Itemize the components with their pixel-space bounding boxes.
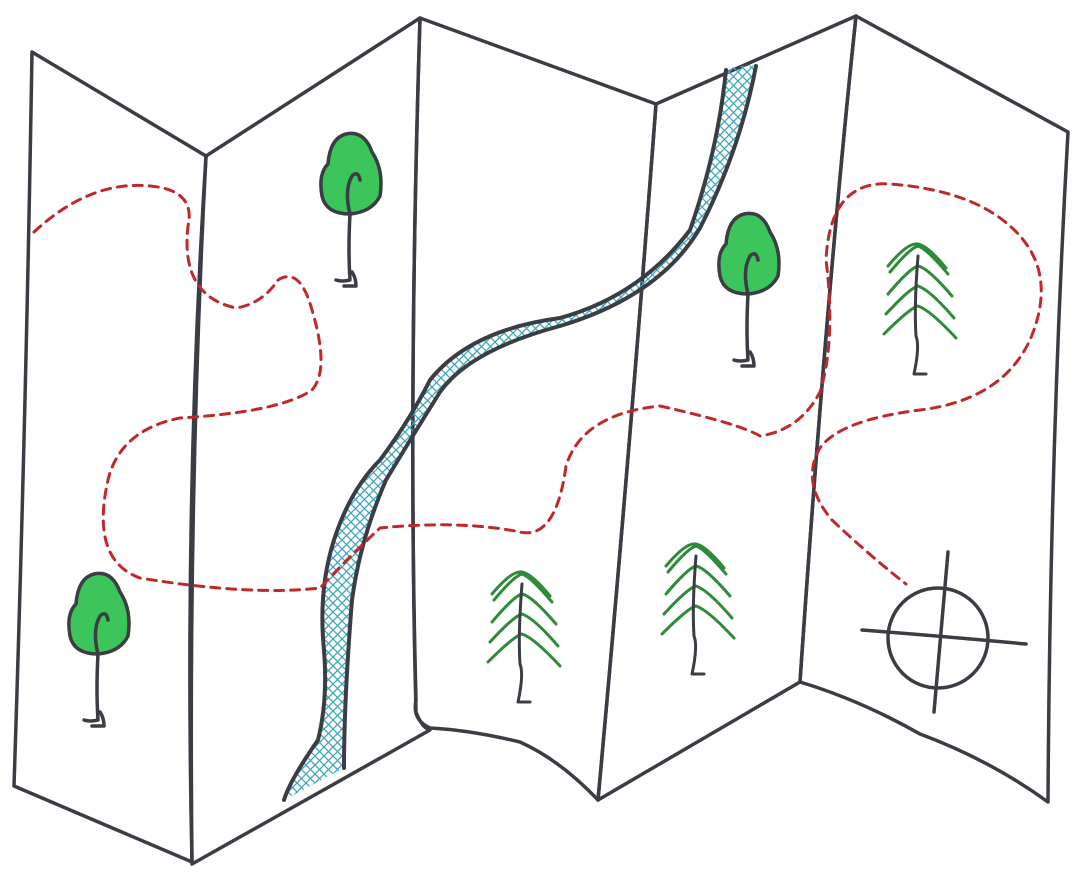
pine-trunk (690, 554, 706, 676)
river-bank-right (342, 64, 758, 770)
pine-branches (486, 570, 562, 668)
tree-trunk (732, 252, 760, 368)
tree-trunk (82, 612, 110, 728)
deciduous-tree-icon (717, 211, 781, 368)
target-crosshair-lines (860, 550, 1028, 714)
pine-trunk (516, 582, 532, 704)
deciduous-tree-icon (319, 131, 383, 288)
target-circle (886, 586, 990, 690)
map-panels (12, 14, 1070, 866)
pine-branches (660, 542, 736, 640)
map-panel-3 (411, 16, 658, 802)
dashed-route-line (32, 182, 1043, 592)
map-panel-5 (798, 14, 1070, 804)
crosshair-target-icon (860, 550, 1028, 714)
pine-tree-icon (486, 570, 562, 704)
tree-canopy (319, 131, 383, 216)
tree-trunk (334, 172, 362, 288)
deciduous-tree-icon (67, 571, 131, 728)
pine-branches (882, 242, 958, 340)
pine-trunk (912, 254, 928, 376)
pine-tree-icon (882, 242, 958, 376)
pine-tree-icon (660, 542, 736, 676)
tree-canopy (67, 571, 131, 656)
tree-canopy (717, 211, 781, 296)
river-icon (282, 64, 758, 802)
map-panel-1 (12, 50, 208, 864)
river-band (284, 65, 756, 800)
river-bank-left (282, 68, 728, 802)
